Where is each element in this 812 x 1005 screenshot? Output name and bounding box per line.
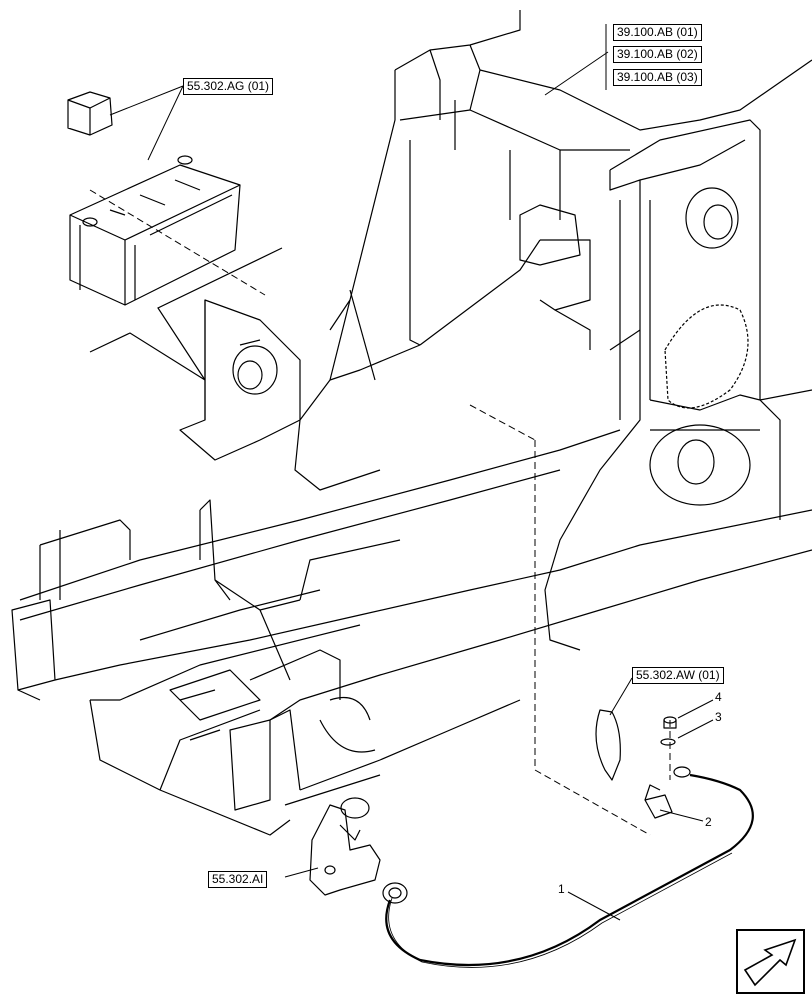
- ground-cable: [382, 766, 754, 968]
- reference-label-39-100-ab-02[interactable]: 39.100.AB (02): [613, 46, 702, 63]
- callout-item-1: 1: [558, 882, 565, 896]
- dashed-guide-lines: [89, 189, 671, 836]
- callout-item-2: 2: [705, 815, 712, 829]
- callout-item-4: 4: [715, 690, 722, 704]
- battery-terminal-cap: [67, 91, 113, 136]
- reference-label-55-302-aw-01[interactable]: 55.302.AW (01): [632, 667, 724, 684]
- right-upright: [544, 119, 812, 651]
- reference-leaders: [109, 24, 714, 921]
- section-marker: [89, 247, 283, 381]
- reference-label-39-100-ab-01[interactable]: 39.100.AB (01): [613, 24, 702, 41]
- ground-connector-parts: [595, 709, 677, 819]
- reference-label-55-302-ag-01[interactable]: 55.302.AG (01): [183, 78, 274, 95]
- next-page-arrow-icon[interactable]: [736, 929, 805, 994]
- reference-label-55-302-ai[interactable]: 55.302.AI: [208, 871, 268, 888]
- battery: [69, 155, 241, 306]
- callout-item-3: 3: [715, 710, 722, 724]
- chassis-rails: [11, 429, 812, 836]
- floor-pan: [139, 589, 321, 741]
- reference-label-39-100-ab-03[interactable]: 39.100.AB (03): [613, 69, 702, 86]
- left-bracket-plate: [179, 299, 301, 461]
- lower-mount-bracket: [309, 797, 381, 896]
- upper-frame: [294, 10, 812, 491]
